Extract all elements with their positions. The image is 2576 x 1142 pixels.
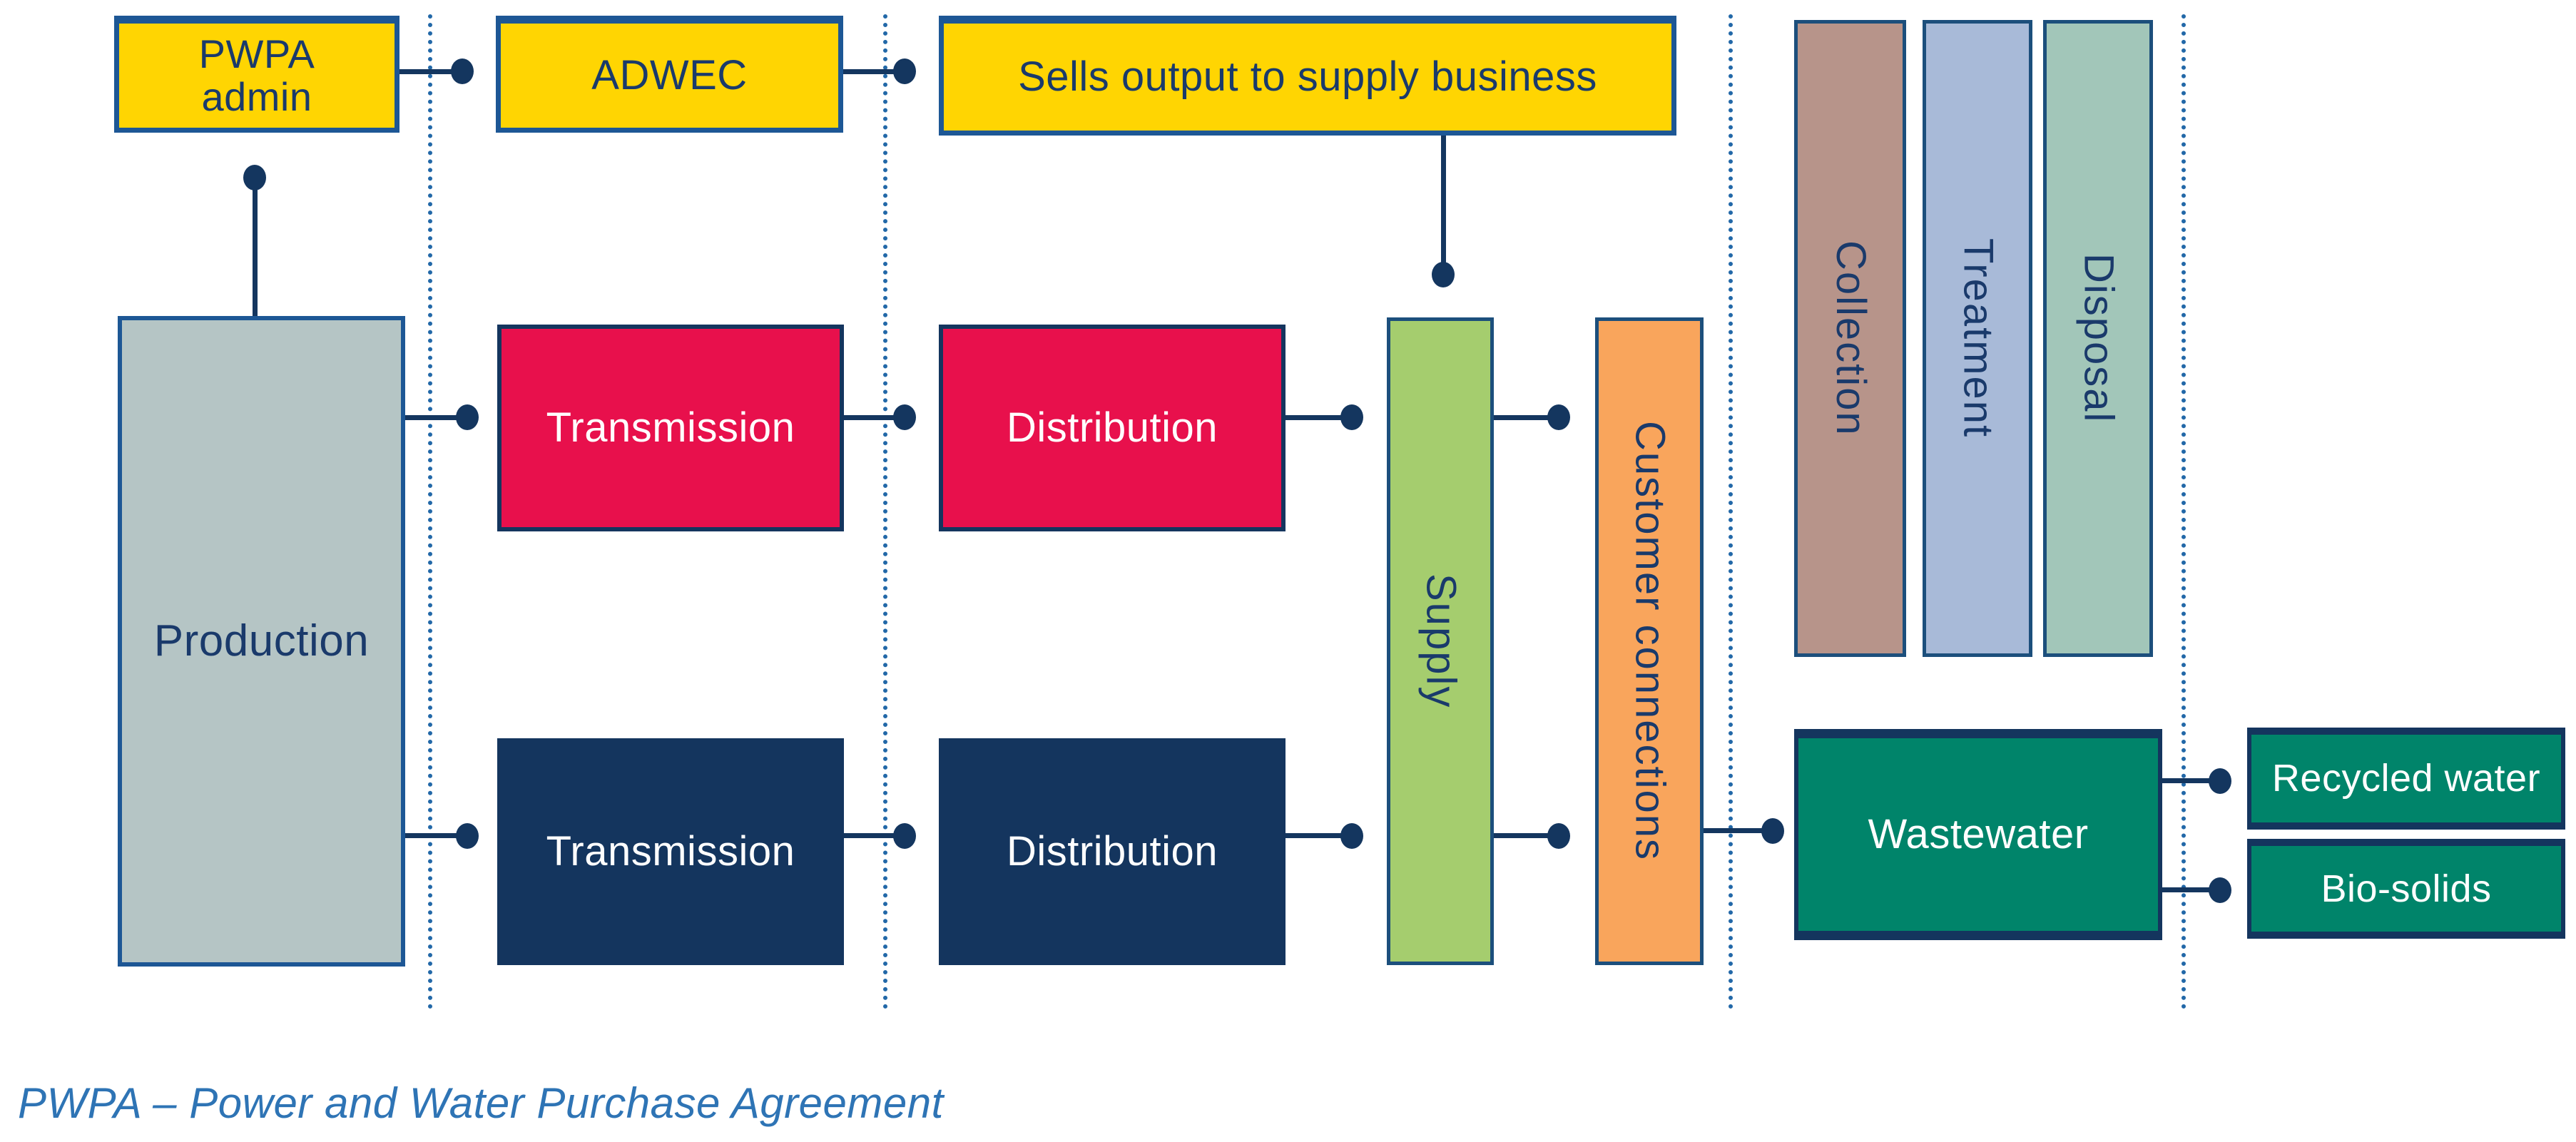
connector-dot-power-distribution (893, 404, 916, 430)
connector-dot-supply-customer-bottom (1547, 823, 1570, 849)
connector-line-adwec-sells (842, 69, 896, 74)
node-disposal-label: Disposal (2075, 253, 2122, 424)
connector-line-water-transmission-distribution (842, 833, 896, 838)
connector-line-wastewater-recycled (2160, 778, 2211, 783)
connector-line-wastewater-biosolids (2160, 887, 2211, 892)
connector-line-production-water-transmission (403, 833, 459, 838)
connector-dot-adwec-sells (893, 58, 916, 84)
connector-line-pwpa-adwec (398, 69, 452, 74)
separator-line-1 (428, 14, 432, 1009)
footnote-caption: PWPA – Power and Water Purchase Agreemen… (18, 1079, 944, 1127)
connector-dot-power-supply (1340, 404, 1363, 430)
connector-line-supply-customer-bottom (1494, 833, 1549, 838)
connector-line-water-distribution-supply (1284, 833, 1343, 838)
node-power-distribution: Distribution (939, 325, 1286, 531)
connector-line-power-transmission-distribution (842, 415, 896, 420)
connector-dot-production-water (456, 823, 479, 849)
node-collection: Collection (1794, 20, 1906, 657)
node-supply: Supply (1387, 317, 1494, 965)
connector-line-pwpa-production (253, 187, 258, 319)
connector-line-production-power-transmission (403, 415, 459, 420)
node-customer-connections-label: Customer connections (1626, 421, 1674, 862)
connector-line-sells-supply (1441, 136, 1446, 265)
separator-line-4 (2182, 14, 2186, 1009)
connector-dot-production-power (456, 404, 479, 430)
node-bio-solids: Bio-solids (2247, 839, 2565, 939)
node-water-transmission: Transmission (497, 738, 844, 965)
node-recycled-water: Recycled water (2247, 728, 2565, 830)
connector-dot-customer-wastewater (1761, 818, 1784, 844)
separator-line-3 (1729, 14, 1733, 1009)
connector-line-power-distribution-supply (1284, 415, 1343, 420)
connector-dot-water-distribution (893, 823, 916, 849)
connector-dot-pwpa-production (243, 165, 266, 190)
node-treatment-label: Treatment (1955, 238, 2002, 439)
node-treatment: Treatment (1923, 20, 2032, 657)
node-adwec: ADWEC (496, 16, 843, 133)
node-disposal: Disposal (2043, 20, 2153, 657)
connector-dot-wastewater-recycled (2209, 768, 2231, 794)
node-supply-label: Supply (1417, 573, 1465, 709)
connector-dot-water-supply (1340, 823, 1363, 849)
connector-line-supply-customer-top (1494, 415, 1549, 420)
connector-dot-supply-customer-top (1547, 404, 1570, 430)
connector-dot-pwpa-adwec (451, 58, 474, 84)
node-collection-label: Collection (1827, 240, 1874, 437)
node-wastewater: Wastewater (1794, 729, 2162, 940)
connector-line-customer-wastewater (1699, 828, 1764, 833)
node-sells-output: Sells output to supply business (939, 16, 1676, 136)
node-pwpa-admin: PWPA admin (114, 16, 399, 133)
separator-line-2 (883, 14, 887, 1009)
node-power-transmission: Transmission (497, 325, 844, 531)
connector-dot-wastewater-biosolids (2209, 877, 2231, 903)
node-customer-connections: Customer connections (1595, 317, 1704, 965)
node-production: Production (118, 316, 405, 967)
node-water-distribution: Distribution (939, 738, 1286, 965)
connector-dot-sells-supply (1432, 262, 1455, 287)
